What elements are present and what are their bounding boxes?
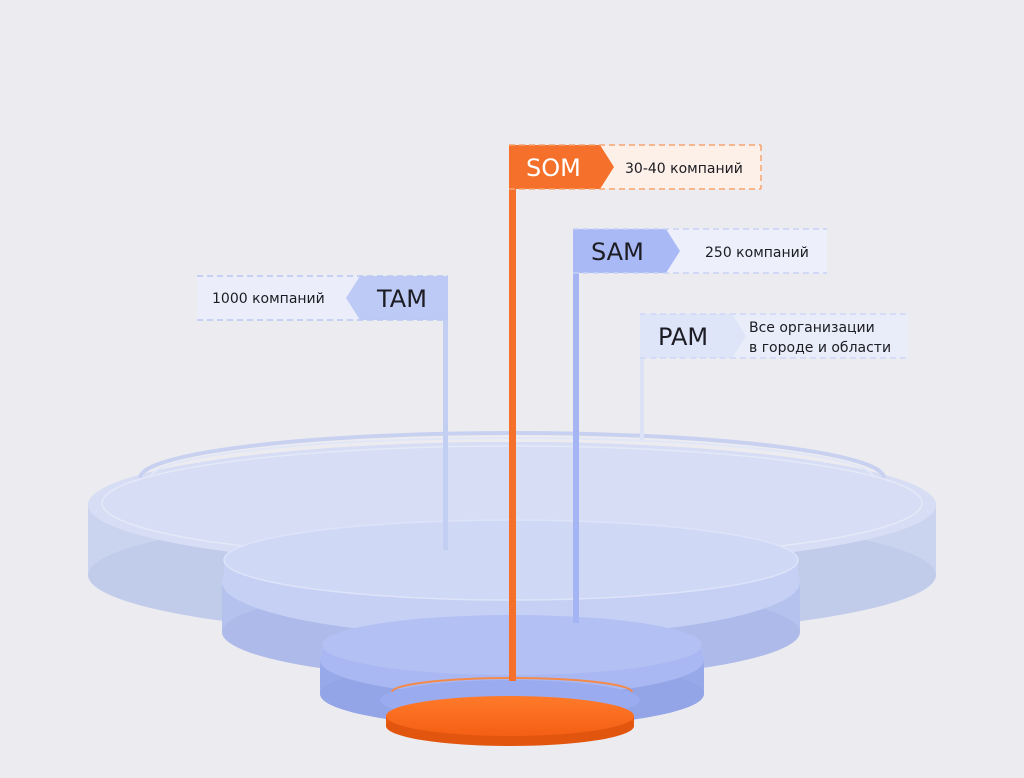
pam-desc-line1: Все организации xyxy=(749,320,875,336)
pam-pole xyxy=(640,358,644,440)
tam-abbr: TAM xyxy=(376,285,427,313)
tam-flag: 1000 компаний TAM xyxy=(197,275,448,550)
sam-flag: SAM 250 компаний xyxy=(573,228,827,623)
som-tier xyxy=(380,677,640,746)
pam-desc-line2: в городе и области xyxy=(749,340,891,356)
som-pole xyxy=(509,189,516,681)
pam-flag: PAM Все организации в городе и области xyxy=(640,313,908,440)
sam-pole xyxy=(573,273,579,623)
sam-desc: 250 компаний xyxy=(705,245,809,261)
tam-desc: 1000 компаний xyxy=(212,291,325,307)
som-abbr: SOM xyxy=(526,154,581,182)
som-desc: 30-40 компаний xyxy=(625,161,743,177)
tam-pole xyxy=(443,320,448,550)
pam-abbr: PAM xyxy=(658,323,708,351)
sam-abbr: SAM xyxy=(591,238,644,266)
som-flag: SOM 30-40 компаний xyxy=(509,144,762,681)
